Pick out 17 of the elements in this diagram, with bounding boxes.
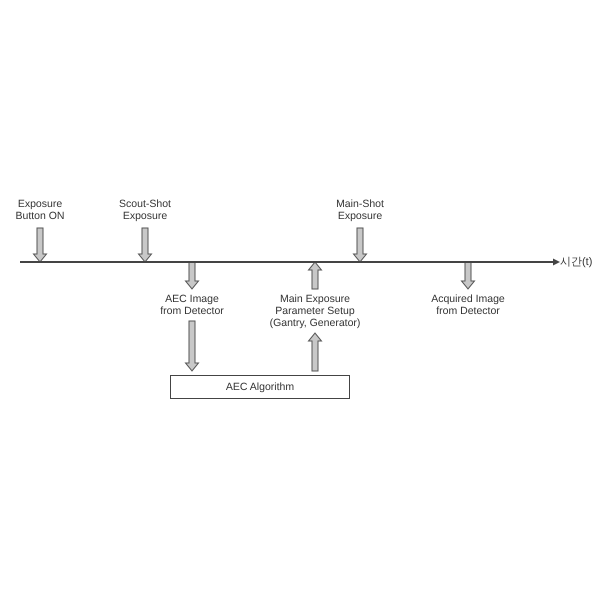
block-arrow (184, 262, 200, 290)
block-arrow (460, 262, 476, 290)
process-box (170, 375, 350, 399)
block-arrow (137, 228, 153, 263)
axis-label: 시간(t) (560, 255, 592, 269)
block-arrow (352, 228, 368, 263)
block-arrow (307, 332, 323, 372)
event-label: Acquired Image from Detector (430, 293, 506, 317)
event-label: AEC Image from Detector (159, 293, 225, 317)
event-label: Main-Shot Exposure (335, 198, 385, 222)
event-label: Main Exposure Parameter Setup (Gantry, Generator) (268, 293, 362, 329)
block-arrow (307, 261, 323, 290)
event-label: Scout-Shot Exposure (118, 198, 172, 222)
event-label: Exposure Button ON (14, 198, 66, 222)
block-arrow (32, 228, 48, 263)
box-label: AEC Algorithm (226, 381, 294, 393)
block-arrow (184, 320, 200, 372)
